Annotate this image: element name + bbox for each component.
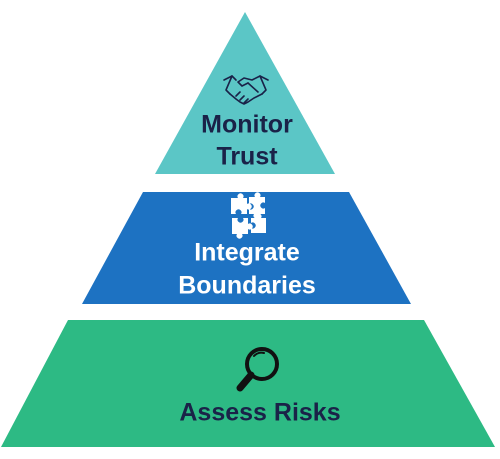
tier-top-label-line-2: Trust [216, 143, 278, 171]
tier-top-shape [155, 12, 335, 174]
tier-middle-label-line-1: Integrate [194, 239, 300, 267]
handshake-icon [223, 75, 269, 105]
tier-top: Monitor Trust [155, 12, 335, 174]
tier-bottom: Assess Risks [1, 320, 495, 447]
tier-bottom-label-line-1: Assess Risks [179, 399, 340, 427]
tier-middle-label-line-2: Boundaries [178, 272, 316, 300]
tier-middle: Integrate Boundaries [82, 192, 411, 304]
tier-top-label-line-1: Monitor [201, 111, 293, 139]
tier-middle-shape [82, 192, 411, 304]
puzzle-pieces-icon [231, 192, 266, 239]
magnifying-glass-icon [236, 347, 279, 392]
